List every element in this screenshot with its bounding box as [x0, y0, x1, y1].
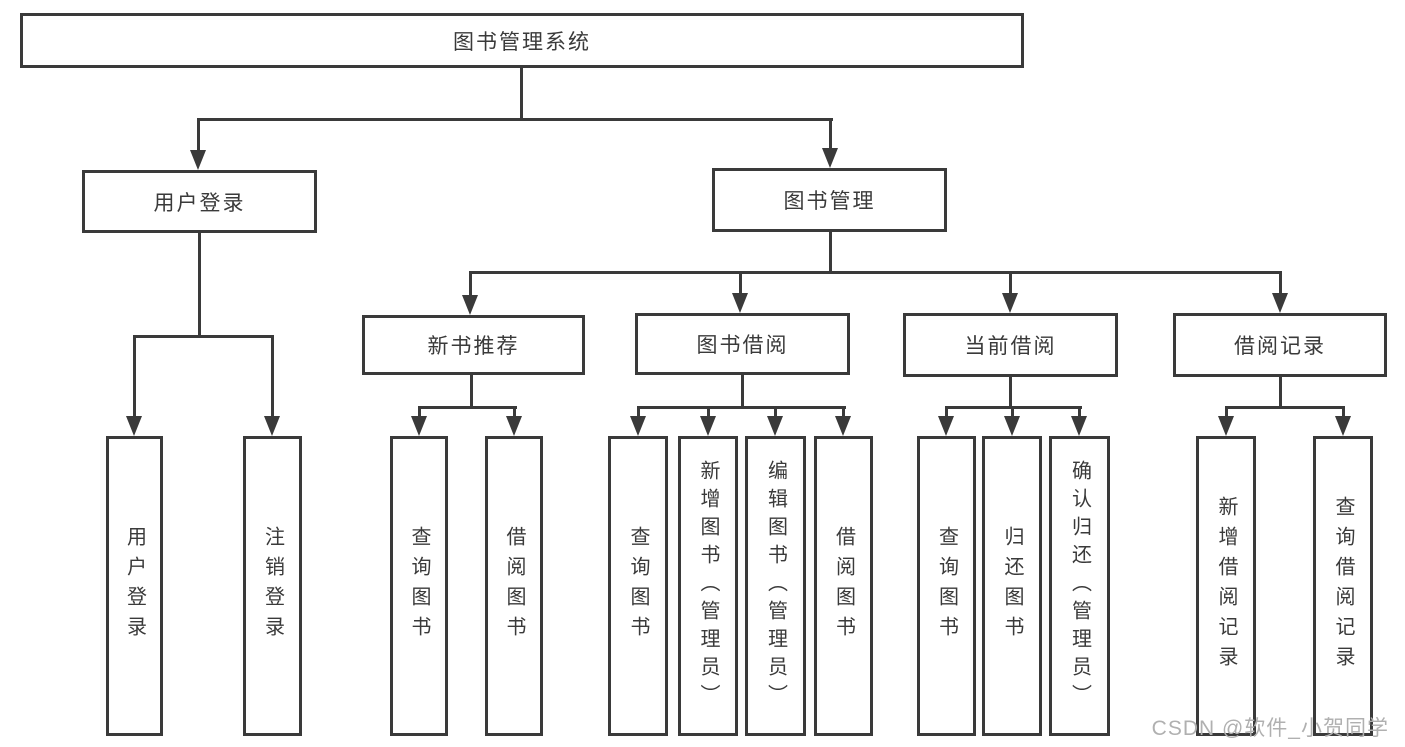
leaf-user-login: 用户登录 — [106, 436, 163, 736]
arrow-down-icon — [1272, 293, 1288, 313]
connector-line — [197, 118, 200, 152]
connector-line — [1342, 406, 1345, 418]
node-book-borrow: 图书借阅 — [635, 313, 850, 375]
connector-line — [1225, 406, 1345, 409]
leaf-edit-books-admin: 编辑图书（管理员） — [745, 436, 806, 736]
arrow-down-icon — [938, 416, 954, 436]
connector-line — [470, 375, 473, 409]
node-book-borrow-label: 图书借阅 — [696, 334, 789, 357]
connector-line — [1009, 377, 1012, 409]
leaf-query-books-recommend: 查询图书 — [390, 436, 448, 736]
connector-line — [842, 406, 845, 418]
leaf-query-books-borrow: 查询图书 — [608, 436, 668, 736]
watermark: CSDN @软件_小贺同学 — [1151, 717, 1389, 740]
connector-line — [637, 406, 640, 418]
arrow-down-icon — [190, 150, 206, 170]
leaf-return-books-label: 归还图书 — [1001, 526, 1023, 646]
arrow-down-icon — [822, 148, 838, 168]
node-user-login-label: 用户登录 — [153, 191, 246, 215]
node-current-borrow: 当前借阅 — [903, 313, 1118, 377]
leaf-query-books-current-label: 查询图书 — [935, 526, 958, 646]
connector-line — [1225, 406, 1228, 418]
node-new-book-recommend: 新书推荐 — [362, 315, 585, 375]
leaf-query-books-recommend-label: 查询图书 — [408, 526, 430, 646]
connector-line — [739, 271, 742, 295]
leaf-borrow-books-recommend: 借阅图书 — [485, 436, 543, 736]
arrow-down-icon — [835, 416, 851, 436]
connector-line — [1009, 271, 1012, 295]
arrow-down-icon — [462, 295, 478, 315]
connector-line — [469, 271, 1282, 274]
leaf-borrow-books-recommend-label: 借阅图书 — [503, 526, 525, 646]
connector-line — [469, 271, 472, 297]
arrow-down-icon — [630, 416, 646, 436]
arrow-down-icon — [767, 416, 783, 436]
connector-line — [133, 335, 274, 338]
connector-line — [637, 406, 846, 409]
leaf-query-borrow-record: 查询借阅记录 — [1313, 436, 1373, 736]
leaf-edit-books-admin-label: 编辑图书（管理员） — [764, 460, 787, 712]
connector-line — [271, 335, 274, 418]
node-user-login: 用户登录 — [82, 170, 317, 233]
node-book-management-label: 图书管理 — [783, 190, 876, 213]
arrow-down-icon — [1004, 416, 1020, 436]
arrow-down-icon — [1335, 416, 1351, 436]
leaf-logout-login: 注销登录 — [243, 436, 302, 736]
leaf-confirm-return-admin-label: 确认归还（管理员） — [1068, 460, 1091, 712]
node-borrow-records: 借阅记录 — [1173, 313, 1387, 377]
connector-line — [133, 335, 136, 418]
leaf-add-borrow-record-label: 新增借阅记录 — [1215, 496, 1237, 676]
connector-line — [1279, 377, 1282, 409]
leaf-add-borrow-record: 新增借阅记录 — [1196, 436, 1256, 736]
connector-line — [829, 232, 832, 274]
leaf-return-books: 归还图书 — [982, 436, 1042, 736]
arrow-down-icon — [732, 293, 748, 313]
arrow-down-icon — [506, 416, 522, 436]
node-library-system-label: 图书管理系统 — [453, 30, 591, 54]
arrow-down-icon — [700, 416, 716, 436]
connector-line — [418, 406, 421, 418]
connector-line — [774, 406, 777, 418]
connector-line — [829, 118, 832, 150]
leaf-confirm-return-admin: 确认归还（管理员） — [1049, 436, 1110, 736]
leaf-user-login-label: 用户登录 — [123, 526, 146, 646]
leaf-logout-login-label: 注销登录 — [261, 526, 284, 646]
connector-line — [197, 118, 833, 121]
node-current-borrow-label: 当前借阅 — [964, 335, 1057, 358]
node-borrow-records-label: 借阅记录 — [1234, 335, 1326, 358]
connector-line — [741, 375, 744, 409]
connector-line — [418, 406, 517, 409]
leaf-borrow-books-label: 借阅图书 — [832, 526, 855, 646]
node-new-book-recommend-label: 新书推荐 — [427, 335, 520, 358]
connector-line — [1011, 406, 1014, 418]
leaf-query-borrow-record-label: 查询借阅记录 — [1332, 496, 1354, 676]
arrow-down-icon — [1002, 293, 1018, 313]
leaf-query-books-borrow-label: 查询图书 — [627, 526, 649, 646]
connector-line — [198, 233, 201, 338]
connector-line — [945, 406, 948, 418]
leaf-query-books-current: 查询图书 — [917, 436, 976, 736]
node-library-system: 图书管理系统 — [20, 13, 1024, 68]
connector-line — [520, 66, 523, 121]
arrow-down-icon — [126, 416, 142, 436]
connector-line — [707, 406, 710, 418]
connector-line — [1279, 271, 1282, 295]
arrow-down-icon — [264, 416, 280, 436]
node-book-management: 图书管理 — [712, 168, 947, 232]
arrow-down-icon — [411, 416, 427, 436]
arrow-down-icon — [1071, 416, 1087, 436]
leaf-add-books-admin-label: 新增图书（管理员） — [697, 460, 719, 712]
arrow-down-icon — [1218, 416, 1234, 436]
connector-line — [513, 406, 516, 418]
leaf-borrow-books: 借阅图书 — [814, 436, 873, 736]
connector-line — [1078, 406, 1081, 418]
leaf-add-books-admin: 新增图书（管理员） — [678, 436, 738, 736]
